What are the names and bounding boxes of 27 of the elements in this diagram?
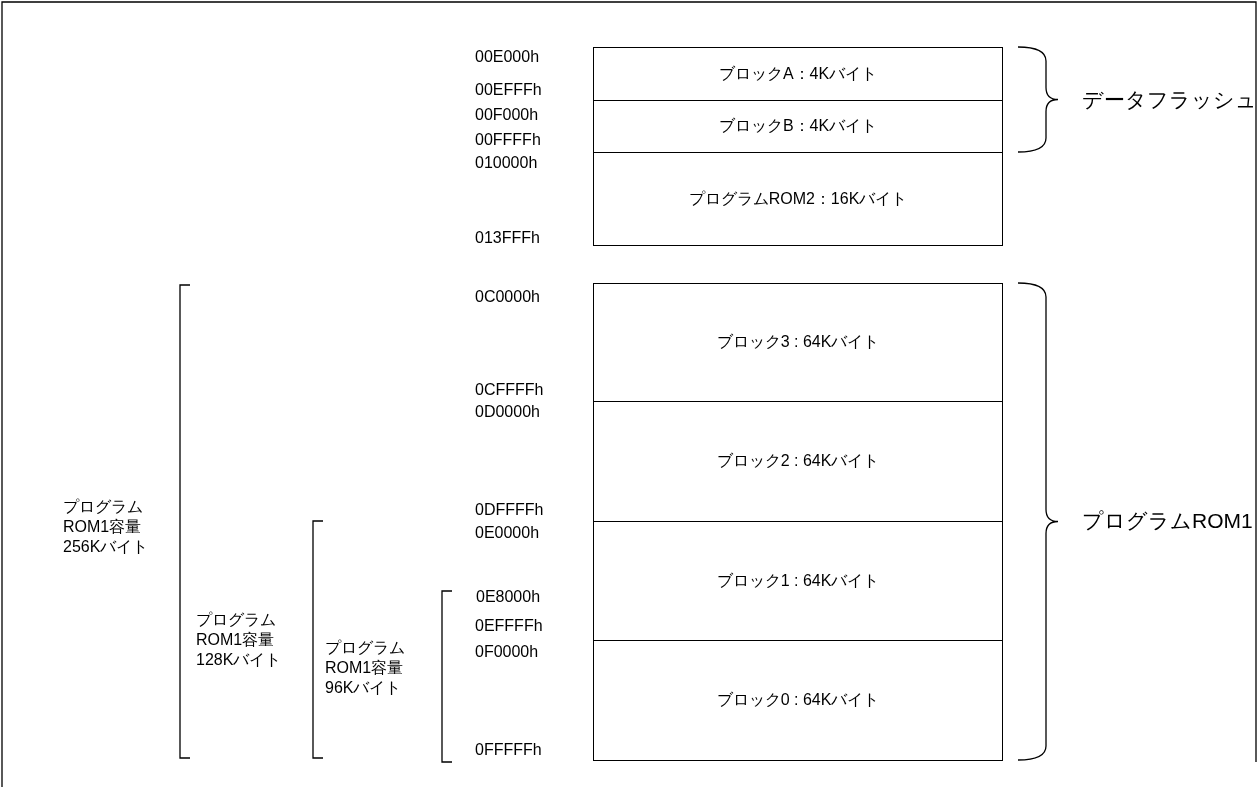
capacity-label: プログラム ROM1容量 96Kバイト: [325, 638, 406, 698]
memory-block: ブロック0 : 64Kバイト: [593, 640, 1003, 761]
address-label: 0DFFFFh: [475, 500, 544, 520]
address-label: 013FFFh: [475, 228, 540, 248]
address-label: 0E0000h: [475, 523, 540, 543]
memory-block: プログラムROM2：16Kバイト: [593, 152, 1003, 246]
capacity-label: プログラム ROM1容量 128Kバイト: [196, 610, 283, 670]
address-label: 00F000h: [475, 105, 539, 125]
memory-block: ブロックA：4Kバイト: [593, 47, 1003, 101]
address-label: 0D0000h: [475, 402, 540, 422]
address-label: 00E000h: [475, 47, 540, 67]
region-label: プログラムROM1: [1082, 508, 1253, 534]
address-label: 0C0000h: [475, 287, 540, 307]
address-label: 0E8000h: [476, 587, 541, 607]
address-label: 010000h: [475, 153, 538, 173]
address-label: 0FFFFFh: [475, 740, 542, 760]
memory-block: ブロック1 : 64Kバイト: [593, 521, 1003, 641]
address-label: 00EFFFh: [475, 80, 542, 100]
memory-block: ブロックB：4Kバイト: [593, 100, 1003, 153]
memory-block: ブロック3 : 64Kバイト: [593, 283, 1003, 402]
address-label: 0EFFFFh: [475, 616, 543, 636]
memory-block: ブロック2 : 64Kバイト: [593, 401, 1003, 522]
address-label: 0F0000h: [475, 642, 539, 662]
address-label: 00FFFFh: [475, 130, 541, 150]
capacity-label: プログラム ROM1容量 256Kバイト: [63, 497, 150, 557]
address-label: 0CFFFFh: [475, 380, 544, 400]
region-label: データフラッシュ: [1082, 87, 1257, 113]
